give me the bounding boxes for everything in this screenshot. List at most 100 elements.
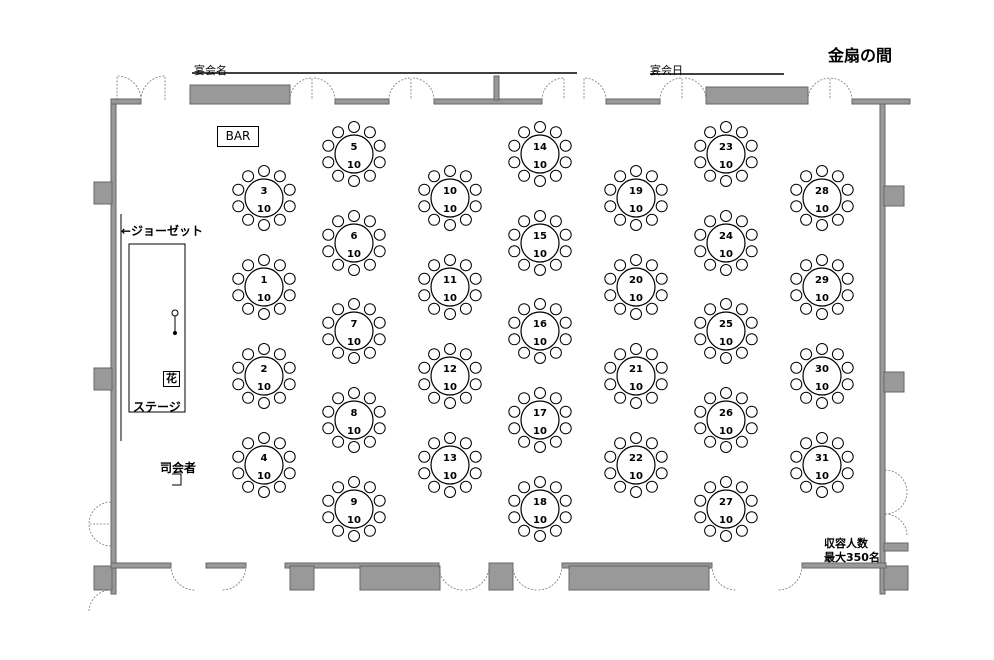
chair bbox=[614, 348, 627, 361]
table-number: 24 bbox=[719, 231, 733, 242]
chair bbox=[232, 272, 245, 285]
table-number: 19 bbox=[629, 186, 643, 197]
chair bbox=[258, 432, 270, 444]
table-top bbox=[616, 356, 656, 396]
table-seat-count: 10 bbox=[629, 204, 643, 215]
chair bbox=[645, 480, 658, 493]
chair bbox=[745, 494, 758, 507]
chair bbox=[614, 391, 627, 404]
table-seat-count: 10 bbox=[533, 160, 547, 171]
chair bbox=[373, 156, 386, 169]
table-top bbox=[706, 223, 746, 263]
chair bbox=[469, 272, 482, 285]
chair bbox=[645, 213, 658, 226]
chair bbox=[841, 467, 854, 480]
chair bbox=[816, 432, 828, 444]
table-top bbox=[616, 267, 656, 307]
chair bbox=[800, 391, 813, 404]
chair bbox=[518, 346, 531, 359]
chair bbox=[273, 213, 286, 226]
chair bbox=[322, 494, 335, 507]
table-number: 2 bbox=[261, 364, 268, 375]
chair bbox=[373, 228, 386, 241]
chair bbox=[645, 170, 658, 183]
chair bbox=[258, 308, 270, 320]
chair bbox=[694, 405, 707, 418]
table-number: 14 bbox=[533, 142, 547, 153]
chair bbox=[242, 348, 255, 361]
chair bbox=[720, 264, 732, 276]
table-top bbox=[334, 489, 374, 529]
chair bbox=[232, 467, 245, 480]
chair bbox=[283, 467, 296, 480]
flower-mark: 花 bbox=[163, 371, 180, 387]
chair bbox=[518, 392, 531, 405]
chair bbox=[322, 139, 335, 152]
table-top bbox=[706, 489, 746, 529]
chair bbox=[604, 200, 617, 213]
chair bbox=[604, 272, 617, 285]
chair bbox=[645, 437, 658, 450]
chair bbox=[694, 333, 707, 346]
chair bbox=[459, 170, 472, 183]
chair bbox=[273, 259, 286, 272]
chair bbox=[508, 494, 521, 507]
chair bbox=[242, 480, 255, 493]
chair bbox=[694, 245, 707, 258]
chair bbox=[630, 432, 642, 444]
table-top bbox=[334, 400, 374, 440]
table-seat-count: 10 bbox=[533, 515, 547, 526]
chair bbox=[373, 333, 386, 346]
table-seat-count: 10 bbox=[815, 382, 829, 393]
table-number: 23 bbox=[719, 142, 733, 153]
chair bbox=[655, 361, 668, 374]
table-seat-count: 10 bbox=[443, 293, 457, 304]
chair bbox=[604, 467, 617, 480]
table-seat-count: 10 bbox=[347, 426, 361, 437]
table-top bbox=[244, 178, 284, 218]
table-number: 17 bbox=[533, 408, 547, 419]
table-seat-count: 10 bbox=[347, 337, 361, 348]
table-seat-count: 10 bbox=[815, 204, 829, 215]
chair bbox=[831, 391, 844, 404]
table-number: 27 bbox=[719, 497, 733, 508]
chair bbox=[332, 392, 345, 405]
table-7: 7 10 bbox=[322, 298, 386, 364]
banquet-name-label: 宴会名 bbox=[194, 64, 227, 77]
mc-podium bbox=[172, 473, 182, 486]
chair bbox=[720, 352, 732, 364]
chair bbox=[735, 169, 748, 182]
chair bbox=[459, 437, 472, 450]
table-number: 4 bbox=[261, 453, 268, 464]
stage-label: ステージ bbox=[133, 400, 181, 414]
chair bbox=[720, 387, 732, 399]
table-seat-count: 10 bbox=[533, 249, 547, 260]
chair bbox=[800, 480, 813, 493]
chair bbox=[534, 298, 546, 310]
chair bbox=[444, 432, 456, 444]
chair bbox=[614, 170, 627, 183]
chair bbox=[614, 437, 627, 450]
chair bbox=[549, 435, 562, 448]
chair bbox=[363, 303, 376, 316]
chair bbox=[459, 480, 472, 493]
table-top bbox=[802, 178, 842, 218]
chair bbox=[232, 200, 245, 213]
table-number: 7 bbox=[351, 319, 358, 330]
table-number: 9 bbox=[351, 497, 358, 508]
table-seat-count: 10 bbox=[443, 382, 457, 393]
chair bbox=[800, 170, 813, 183]
chair bbox=[841, 200, 854, 213]
chair bbox=[720, 530, 732, 542]
table-seat-count: 10 bbox=[629, 293, 643, 304]
table-number: 25 bbox=[719, 319, 733, 330]
chair bbox=[559, 511, 572, 524]
chair bbox=[469, 183, 482, 196]
chair bbox=[232, 183, 245, 196]
chair bbox=[273, 348, 286, 361]
